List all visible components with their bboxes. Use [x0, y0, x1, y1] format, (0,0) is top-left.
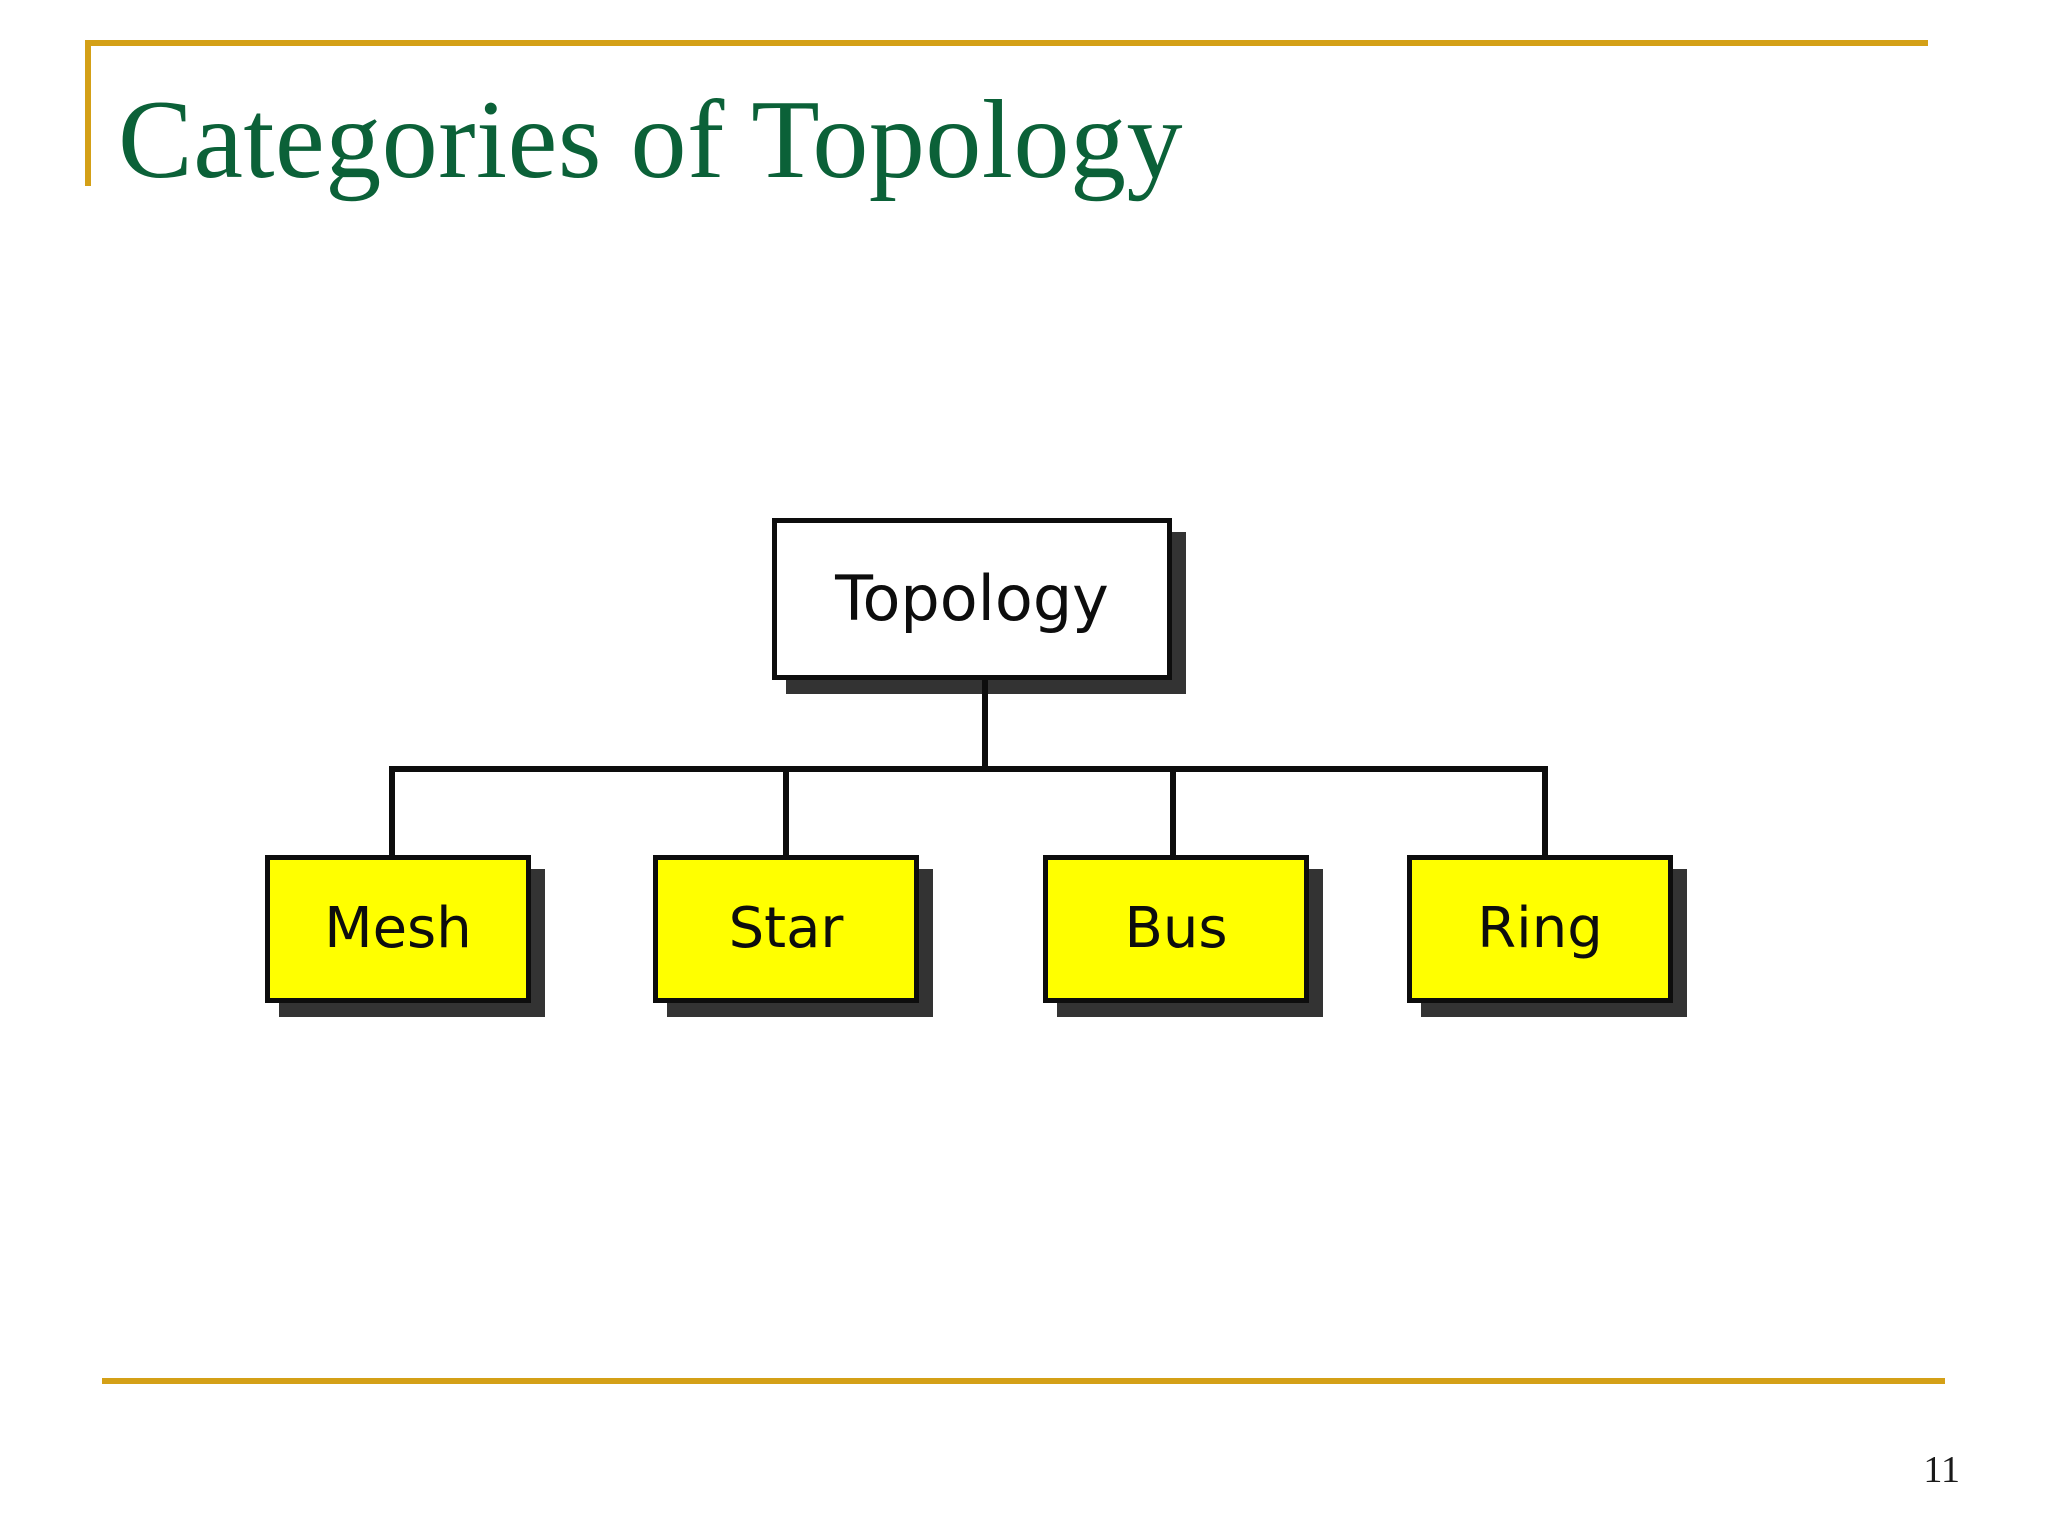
- page-number: 11: [1923, 1449, 1960, 1491]
- node-bus-label: Bus: [1124, 896, 1228, 961]
- edge-drop-bus: [1170, 766, 1176, 858]
- node-topology-label: Topology: [835, 562, 1109, 635]
- node-topology[interactable]: Topology: [772, 518, 1172, 680]
- title-rule-top: [85, 40, 1928, 46]
- edge-drop-mesh: [389, 766, 395, 858]
- edge-root-trunk: [982, 680, 988, 772]
- title-rule-left: [85, 40, 91, 186]
- footer-rule: [102, 1378, 1945, 1384]
- node-star-label: Star: [728, 896, 844, 961]
- node-ring-label: Ring: [1477, 896, 1603, 961]
- node-ring[interactable]: Ring: [1407, 855, 1673, 1003]
- node-mesh[interactable]: Mesh: [265, 855, 531, 1003]
- edge-horizontal-bus: [389, 766, 1548, 772]
- edge-drop-star: [783, 766, 789, 858]
- page-title: Categories of Topology: [118, 78, 1183, 202]
- node-bus[interactable]: Bus: [1043, 855, 1309, 1003]
- edge-drop-ring: [1542, 766, 1548, 858]
- node-star[interactable]: Star: [653, 855, 919, 1003]
- node-mesh-label: Mesh: [324, 896, 472, 961]
